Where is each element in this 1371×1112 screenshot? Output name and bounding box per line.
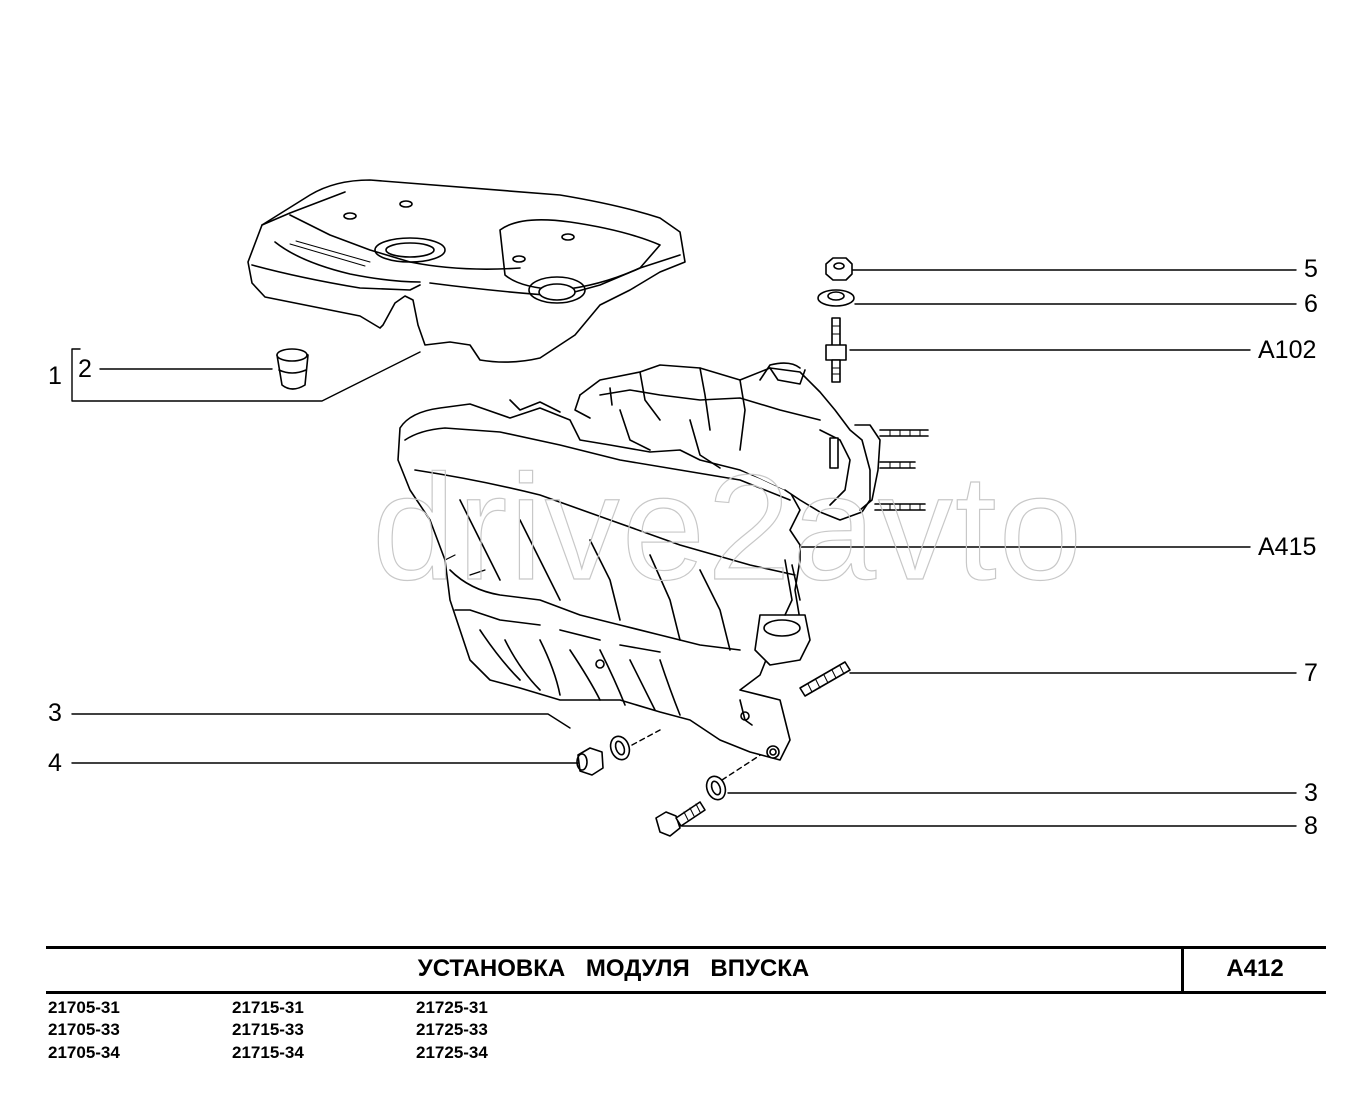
drawing-code: A412 xyxy=(1226,955,1284,982)
nut-part-5 xyxy=(825,257,853,281)
washer-part-6 xyxy=(817,289,855,307)
callout-5: 5 xyxy=(1304,255,1318,283)
intake-module-exploded-drawing xyxy=(71,179,1297,837)
title-block: УСТАНОВКА МОДУЛЯ ВПУСКА A412 xyxy=(46,946,1326,994)
model-code: 21715-31 xyxy=(232,998,304,1017)
callout-3-right: 3 xyxy=(1304,779,1318,807)
model-code: 21725-33 xyxy=(416,1020,488,1039)
model-code: 21705-33 xyxy=(48,1020,120,1039)
callout-8: 8 xyxy=(1304,812,1318,840)
plenum-detail xyxy=(509,362,881,521)
model-code: 21725-34 xyxy=(416,1043,488,1062)
callout-1: 1 xyxy=(48,362,62,390)
model-code: 21705-31 xyxy=(48,998,120,1017)
bolt-part-8 xyxy=(655,801,706,837)
washer-part-3-left xyxy=(609,735,631,761)
title-divider xyxy=(1181,949,1184,991)
callout-4: 4 xyxy=(48,749,62,777)
rubber-bushing-part xyxy=(276,348,309,390)
sensor-assembly xyxy=(754,559,811,666)
mounting-studs xyxy=(874,429,929,511)
callout-6: 6 xyxy=(1304,290,1318,318)
nut-part-4 xyxy=(576,747,604,776)
drawing-title: УСТАНОВКА МОДУЛЯ ВПУСКА xyxy=(417,955,810,982)
stud-A102 xyxy=(825,317,847,383)
callout-3-left: 3 xyxy=(48,699,62,727)
callout-A415: A415 xyxy=(1258,533,1317,561)
model-code: 21705-34 xyxy=(48,1043,120,1062)
intake-manifold-body xyxy=(397,403,801,761)
model-code: 21725-31 xyxy=(416,998,488,1017)
leader-lines xyxy=(71,269,1297,827)
washer-part-3-right xyxy=(705,775,727,801)
watermark: drive2avto xyxy=(371,443,1085,611)
callout-2: 2 xyxy=(78,355,92,383)
stud-part-7 xyxy=(799,661,851,697)
engine-cover-part xyxy=(247,179,686,363)
model-code: 21715-33 xyxy=(232,1020,304,1039)
model-code: 21715-34 xyxy=(232,1043,304,1062)
callout-A102: A102 xyxy=(1258,336,1317,364)
callout-7: 7 xyxy=(1304,659,1318,687)
